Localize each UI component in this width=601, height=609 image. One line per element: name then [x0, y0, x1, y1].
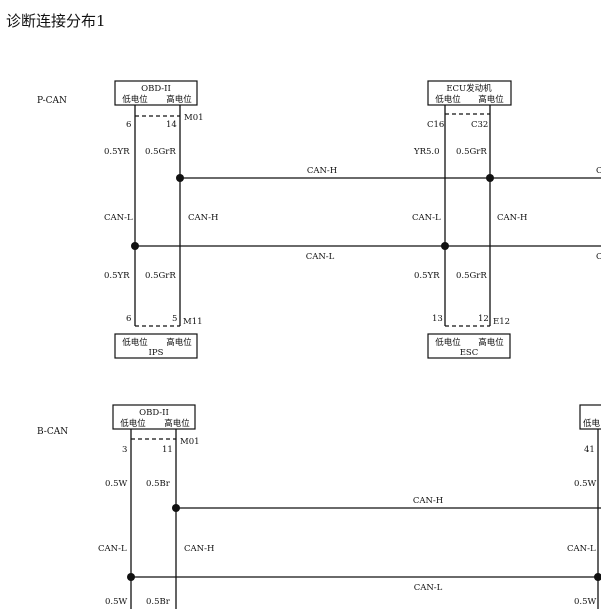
pcan-obd-low: 低电位: [122, 94, 148, 105]
pcan-obd-connector: OBD-II 低电位 高电位 6 14 M01: [114, 80, 204, 130]
bcan-canl-node-edge: [594, 573, 601, 581]
pcan-canl-label-obd: CAN-L: [104, 213, 133, 223]
bcan-obd-connector: OBD-II 低电位 高电位 3 11 M01: [112, 404, 200, 455]
pcan-obd-box: [114, 80, 198, 106]
pcan-wire-top-l: 0.5YR: [104, 147, 130, 157]
pcan-esc-box: [427, 333, 511, 359]
pcan-ecu-connector: ECU发动机 低电位 高电位 C16 C32: [427, 80, 512, 130]
pcan-ecu-box: [427, 80, 512, 106]
pcan-ips-code: M11: [183, 317, 203, 327]
bcan-wire-top-h: 0.5Br: [146, 479, 171, 489]
bcan-obd-low: 低电位: [120, 418, 146, 429]
bcan-obd-high: 高电位: [164, 418, 190, 429]
pcan-canh-bus-label: CAN-H: [307, 166, 337, 176]
pcan-obd-high: 高电位: [166, 94, 192, 105]
pcan-canh-label-ecu: CAN-H: [497, 213, 527, 223]
pcan-canh-node-ecu: [486, 174, 494, 182]
bcan-wire-bot-l2: 0.5W: [574, 597, 597, 607]
pcan-ips-connector: 6 5 M11 低电位 高电位 IPS: [114, 314, 203, 359]
pcan-ips-high: 高电位: [166, 337, 192, 348]
pcan-ips-pin-l: 6: [126, 314, 131, 324]
bcan-label: B-CAN: [37, 427, 68, 437]
pcan-canh-edge-label: C: [596, 166, 601, 176]
bcan-obd-code: M01: [180, 437, 200, 447]
bcan-canh-node-obd: [172, 504, 180, 512]
bcan-edge-pin: 41: [584, 445, 595, 455]
pcan-obd-pin-h: 14: [166, 120, 177, 130]
pcan-canh-label-obd: CAN-H: [188, 213, 218, 223]
bcan-section: B-CAN OBD-II 低电位 高电位 3 11 M01 低电 41 0.5W…: [37, 404, 601, 609]
pcan-wire-top-h2: 0.5GrR: [456, 147, 487, 157]
bcan-canh-label-obd: CAN-H: [184, 544, 214, 554]
pcan-ips-pin-h: 5: [172, 314, 177, 324]
bcan-obd-name: OBD-II: [139, 408, 169, 418]
pcan-esc-low: 低电位: [435, 337, 461, 348]
pcan-ips-low: 低电位: [122, 337, 148, 348]
pcan-canl-node-ecu: [441, 242, 449, 250]
pcan-ecu-pin-l: C16: [427, 120, 444, 130]
pcan-wire-bot-l2: 0.5YR: [414, 271, 440, 281]
pcan-wire-bot-h2: 0.5GrR: [456, 271, 487, 281]
pcan-wire-top-l2: YR5.0: [413, 147, 440, 157]
bcan-obd-box: [112, 404, 196, 430]
pcan-ecu-name: ECU发动机: [446, 83, 492, 94]
bcan-edge-box: [579, 404, 601, 430]
page-title: 诊断连接分布1: [6, 12, 106, 30]
pcan-obd-pin-l: 6: [126, 120, 131, 130]
pcan-canl-edge-label: C: [596, 252, 601, 262]
pcan-canl-bus-label: CAN-L: [306, 252, 335, 262]
pcan-canl-node-obd: [131, 242, 139, 250]
bcan-canl-label-obd: CAN-L: [98, 544, 127, 554]
bcan-canl-bus-label: CAN-L: [414, 583, 443, 593]
pcan-ips-name: IPS: [149, 348, 164, 358]
pcan-ecu-pin-h: C32: [471, 120, 488, 130]
pcan-canl-label-ecu: CAN-L: [412, 213, 441, 223]
bcan-canh-bus-label: CAN-H: [413, 496, 443, 506]
pcan-esc-pin-l: 13: [432, 314, 443, 324]
bcan-edge-connector: 低电 41: [579, 404, 601, 455]
bcan-wire-bot-h: 0.5Br: [146, 597, 171, 607]
pcan-ips-box: [114, 333, 198, 359]
pcan-wire-bot-h: 0.5GrR: [145, 271, 176, 281]
pcan-canh-node-obd: [176, 174, 184, 182]
pcan-obd-name: OBD-II: [141, 84, 171, 94]
bcan-wire-top-l: 0.5W: [105, 479, 128, 489]
pcan-esc-connector: 13 12 E12 低电位 高电位 ESC: [427, 314, 511, 359]
bcan-wire-bot-l: 0.5W: [105, 597, 128, 607]
pcan-wire-top-h: 0.5GrR: [145, 147, 176, 157]
bcan-wire-top-l2: 0.5W: [574, 479, 597, 489]
bcan-obd-pin-l: 3: [122, 445, 127, 455]
pcan-obd-code: M01: [184, 113, 204, 123]
pcan-esc-code: E12: [493, 317, 510, 327]
bcan-edge-box-label: 低电: [583, 418, 601, 429]
pcan-esc-pin-h: 12: [478, 314, 489, 324]
pcan-label: P-CAN: [37, 96, 67, 106]
pcan-ecu-low: 低电位: [435, 94, 461, 105]
pcan-wire-bot-l: 0.5YR: [104, 271, 130, 281]
bcan-obd-pin-h: 11: [162, 445, 173, 455]
pcan-esc-name: ESC: [460, 348, 479, 358]
bcan-canl-label-edge: CAN-L: [567, 544, 596, 554]
bcan-canl-node-obd: [127, 573, 135, 581]
pcan-esc-high: 高电位: [478, 337, 504, 348]
pcan-section: P-CAN OBD-II 低电位 高电位 6 14 M01 ECU发动机 低电位…: [37, 80, 601, 359]
pcan-ecu-high: 高电位: [478, 94, 504, 105]
